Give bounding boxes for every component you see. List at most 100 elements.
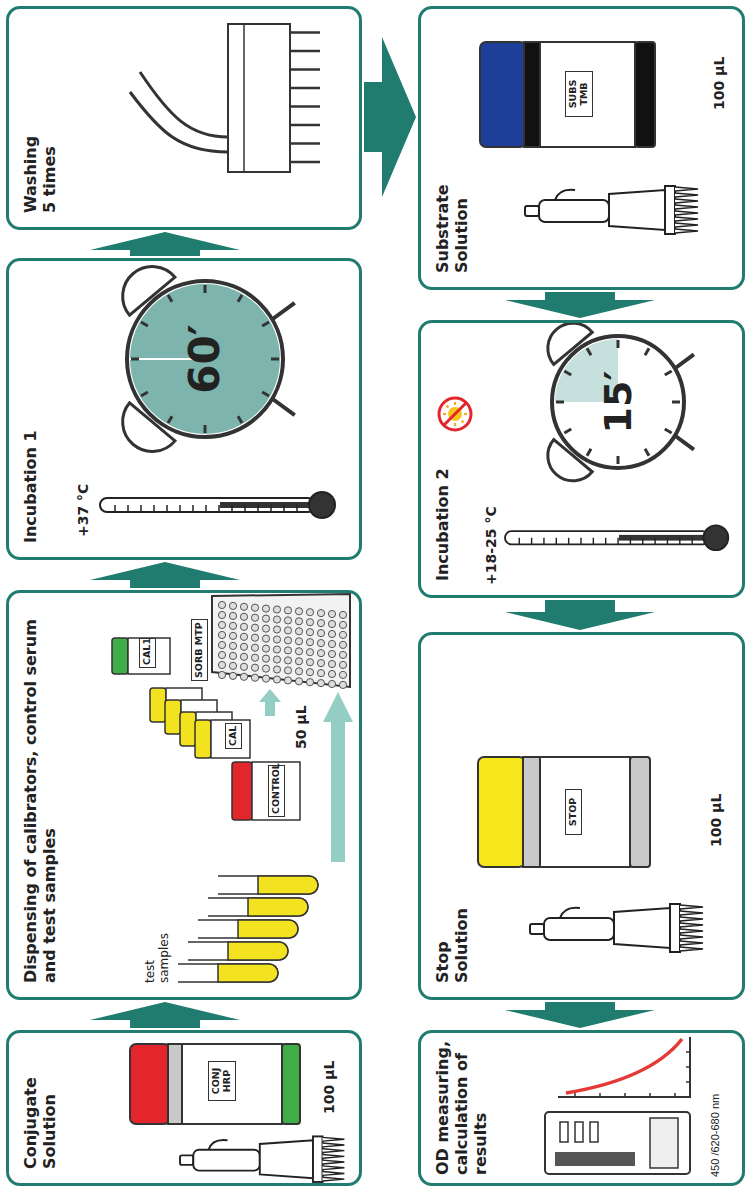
illustration-part — [339, 681, 346, 688]
illustration-part — [290, 161, 320, 164]
illustration-part — [617, 456, 620, 464]
illustration-part — [295, 648, 302, 655]
bottle-label: CAL1 — [139, 638, 156, 668]
volume-label: 50 µL — [293, 705, 310, 749]
illustration-part — [273, 666, 280, 673]
step-box: Substrate SolutionSUBS TMB100 µL — [418, 6, 745, 290]
illustration-part — [251, 674, 258, 681]
illustration-part — [480, 42, 526, 147]
illustration-part — [530, 904, 703, 952]
step-box: Incubation 2 +18-25 °C 15′ — [418, 320, 745, 598]
illustration-part — [328, 610, 335, 617]
illustration-part — [238, 416, 242, 423]
illustration-part — [198, 920, 298, 938]
illustration-part — [204, 425, 207, 433]
illustration-part — [262, 392, 269, 396]
illustration-part — [317, 669, 324, 676]
illustration-part — [168, 295, 172, 302]
illustration-part — [524, 42, 540, 147]
illustration-part — [165, 700, 181, 734]
step-heading: Substrate Solution — [433, 153, 471, 273]
illustration-part — [564, 429, 571, 433]
illustration-part — [317, 629, 324, 636]
illustration-part — [317, 619, 324, 626]
illustration-part — [229, 632, 236, 639]
illustration-part — [328, 630, 335, 637]
illustration-part — [178, 964, 278, 982]
temperature-label: +18-25 °C — [483, 506, 500, 585]
illustration-part — [240, 663, 247, 670]
illustration-part — [251, 604, 258, 611]
illustration-part — [650, 1118, 678, 1168]
illustration-part — [295, 638, 302, 645]
illustration-part — [240, 623, 247, 630]
illustration-part — [240, 643, 247, 650]
illustration-part — [180, 712, 196, 746]
time-label: 15′ — [596, 347, 640, 457]
illustration-part — [635, 42, 655, 147]
illustration-part — [545, 1112, 690, 1174]
illustration-part — [290, 124, 320, 127]
illustration-part — [273, 616, 280, 623]
illustration-part — [240, 673, 247, 680]
illustration-part — [262, 655, 269, 662]
illustration-part — [195, 720, 211, 758]
illustration-part — [295, 658, 302, 665]
illustration-part — [290, 50, 320, 53]
illustration-part — [232, 762, 252, 820]
illustration-part — [229, 622, 236, 629]
step-heading: Incubation 2 — [433, 468, 452, 581]
volume-label: 100 µL — [321, 1061, 338, 1114]
illustration-part — [212, 594, 350, 687]
illustration-part — [525, 186, 698, 234]
step-box: Dispensing of calibrators, control serum… — [6, 590, 362, 1000]
bottle-label: STOP — [565, 789, 582, 835]
illustration-part — [282, 1044, 300, 1124]
illustration-part — [273, 636, 280, 643]
illustration-part — [295, 628, 302, 635]
step-heading: Conjugate Solution — [21, 1041, 59, 1169]
illustration-part — [130, 1044, 170, 1124]
illustration-part — [439, 398, 471, 430]
bottle-label: CAL — [225, 723, 242, 749]
illustration-part — [208, 898, 308, 916]
illustration-part — [229, 612, 236, 619]
flow-arrow — [505, 1002, 655, 1028]
illustration-part — [262, 322, 269, 326]
illustration-part — [295, 668, 302, 675]
flow-arrow — [505, 600, 655, 630]
step-box: Incubation 1+37 °C60′ — [6, 258, 362, 560]
step-box: OD measuring, calculation of results450 … — [418, 1030, 745, 1186]
illustration-part — [317, 639, 324, 646]
illustration-part — [262, 645, 269, 652]
illustration-part — [645, 348, 649, 355]
flow-arrow — [364, 37, 416, 197]
illustration-part — [665, 371, 672, 375]
bottle-label: CONJ HRP — [208, 1061, 236, 1101]
illustration-part — [238, 295, 242, 302]
illustration-part — [645, 449, 649, 456]
illustration-part — [211, 720, 250, 758]
illustration-part — [540, 757, 630, 867]
illustration-part — [229, 662, 236, 669]
bottle-label: SUBS TMB — [565, 71, 593, 117]
illustration-part — [273, 626, 280, 633]
illustration-part — [218, 661, 225, 668]
illustration-part — [141, 392, 148, 396]
illustration-part — [188, 942, 288, 960]
illustration-part — [240, 613, 247, 620]
illustration-part — [218, 651, 225, 658]
illustration-part — [229, 652, 236, 659]
illustration-part — [218, 631, 225, 638]
illustration-part — [323, 692, 353, 862]
illustration-part — [229, 672, 236, 679]
illustration-part — [182, 1044, 282, 1124]
illustration-part — [284, 657, 291, 664]
illustration-part — [248, 898, 308, 916]
illustration-part — [317, 659, 324, 666]
illustration-part — [317, 680, 324, 687]
illustration-part — [258, 876, 318, 894]
illustration-part — [328, 650, 335, 657]
illustration-part — [150, 688, 166, 722]
illustration-part — [339, 661, 346, 668]
